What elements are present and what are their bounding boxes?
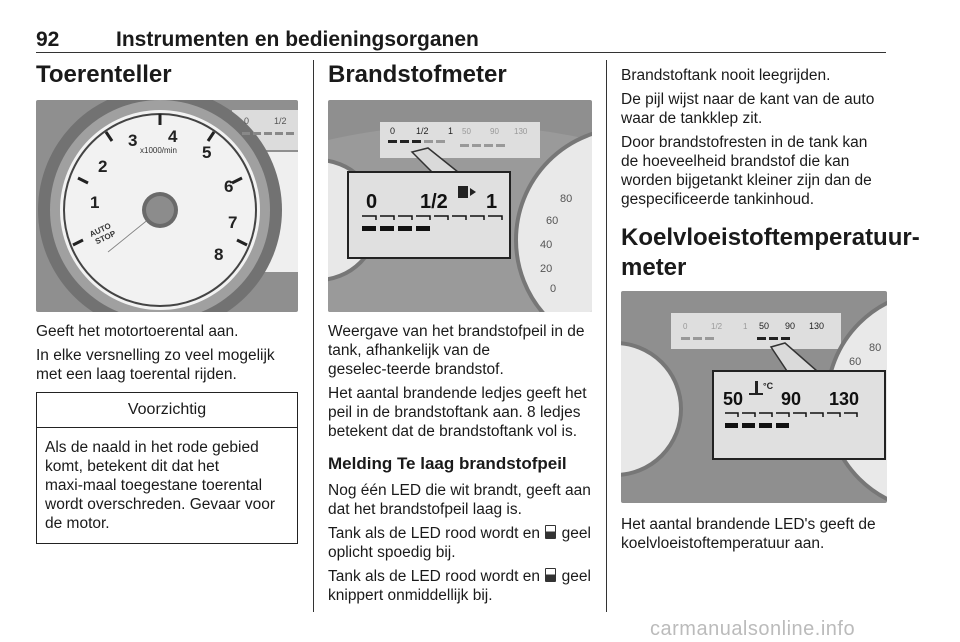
fuel-pump-icon	[458, 186, 476, 198]
tick-label: 1	[90, 193, 99, 212]
warning-box: Voorzichtig Als de naald in het rode geb…	[36, 392, 298, 544]
zoom-scale-label: 1	[486, 191, 497, 213]
fuel-scale-label: 1/2	[416, 126, 429, 136]
paragraph: Geeft het motortoerental aan.	[36, 323, 239, 340]
tick-label: 7	[228, 213, 237, 232]
paragraph: De pijl wijst naar de kant van de auto w…	[621, 91, 875, 127]
text-span: Tank als de LED rood wordt en	[328, 525, 540, 542]
heading-line: Koelvloeistoftemperatuur-	[621, 224, 920, 251]
speed-label: 40	[540, 239, 552, 251]
section-heading-tachometer: Toerenteller	[36, 61, 172, 88]
paragraph: Brandstoftank nooit leegrijden.	[621, 67, 831, 84]
tick-label: 8	[214, 245, 223, 264]
tick-label: 4	[168, 127, 178, 146]
section-heading-coolant: Koelvloeistoftemperatuur-meter	[621, 223, 920, 283]
fuel-scale-label: 1/2	[274, 116, 287, 126]
warning-title: Voorzichtig	[37, 393, 297, 428]
column-coolant: Brandstoftank nooit leegrijden. De pijl …	[621, 60, 920, 553]
speed-label: 0	[550, 283, 556, 295]
subheading-low-fuel: Melding Te laag brandstofpeil	[328, 454, 567, 473]
tachometer-illustration: 1 2 3 4 5 6 7 8 x1000/min AUTO STOP 0 1/…	[36, 100, 298, 312]
paragraph: In elke versnelling zo veel mogelijk met…	[36, 347, 275, 383]
warning-text: Als de naald in het rode gebied komt, be…	[45, 439, 276, 532]
paragraph: Tank als de LED rood wordt en geel oplic…	[328, 524, 592, 562]
text-span: geel oplicht spoedig bij.	[328, 525, 591, 561]
column-tachometer: Toerenteller 1 2 3 4 5 6 7 8 x1000/min	[36, 60, 298, 544]
zoom-scale-label: 90	[781, 389, 801, 409]
fuel-scale-label: 0	[244, 116, 249, 126]
fuel-scale-label: 0	[683, 322, 688, 331]
section-heading-fuel-gauge: Brandstofmeter	[328, 61, 507, 88]
fuel-scale-label: 1	[448, 126, 453, 136]
paragraph: Weergave van het brandstofpeil in de tan…	[328, 323, 585, 378]
zoom-scale-label: 0	[366, 191, 377, 213]
column-fuel-gauge: Brandstofmeter 0 1/2 1 50 90 130 0 1/2 1	[328, 60, 592, 605]
paragraph: Het aantal brandende LED's geeft de koel…	[621, 516, 876, 552]
fuel-scale-label: 0	[390, 126, 395, 136]
temp-scale-label: 50	[759, 321, 769, 331]
speed-label: 20	[540, 263, 552, 275]
tick-label: 5	[202, 143, 211, 162]
zoom-scale-label: 1/2	[420, 191, 448, 213]
coolant-thermometer-icon	[749, 381, 763, 395]
speed-label: 80	[869, 342, 881, 354]
paragraph: Nog één LED die wit brandt, geeft aan da…	[328, 482, 591, 518]
fuel-scale-label: 1/2	[711, 322, 723, 331]
temp-unit-label: °C	[763, 381, 774, 391]
tick-label: 3	[128, 131, 137, 150]
coolant-gauge-illustration: 0 1/2 1 50 90 130 50 90 130 °C 60	[621, 291, 887, 503]
speed-label: 80	[560, 193, 572, 205]
watermark: carmanualsonline.info	[650, 618, 856, 640]
zoom-scale-label: 130	[829, 389, 859, 409]
fuel-pump-icon	[545, 568, 557, 582]
rpm-unit-label: x1000/min	[140, 146, 177, 155]
temp-scale-label: 130	[514, 127, 528, 136]
text-span: geel knippert onmiddellijk bij.	[328, 568, 591, 604]
paragraph: Door brandstofresten in de tank kan de h…	[621, 134, 872, 208]
page-header: 92 Instrumenten en bedieningsorganen	[36, 22, 886, 53]
speed-label: 60	[849, 356, 861, 368]
tick-label: 2	[98, 157, 107, 176]
temp-scale-label: 50	[462, 127, 471, 136]
column-divider	[606, 60, 607, 612]
text-span: Tank als de LED rood wordt en	[328, 568, 540, 585]
temp-scale-label: 90	[785, 321, 795, 331]
column-divider	[313, 60, 314, 612]
tick-label: 6	[224, 177, 233, 196]
fuel-pump-icon	[545, 525, 557, 539]
temp-scale-label: 130	[809, 321, 824, 331]
speed-label: 60	[546, 215, 558, 227]
page-number: 92	[36, 28, 60, 51]
temp-scale-label: 90	[490, 127, 499, 136]
fuel-gauge-illustration: 0 1/2 1 50 90 130 0 1/2 1 80 60	[328, 100, 592, 312]
heading-line: meter	[621, 254, 687, 281]
paragraph: Tank als de LED rood wordt en geel knipp…	[328, 567, 592, 605]
zoom-scale-label: 50	[723, 389, 743, 409]
chapter-title: Instrumenten en bedieningsorganen	[116, 28, 479, 51]
fuel-scale-label: 1	[743, 322, 748, 331]
paragraph: Het aantal brandende ledjes geeft het pe…	[328, 385, 587, 440]
